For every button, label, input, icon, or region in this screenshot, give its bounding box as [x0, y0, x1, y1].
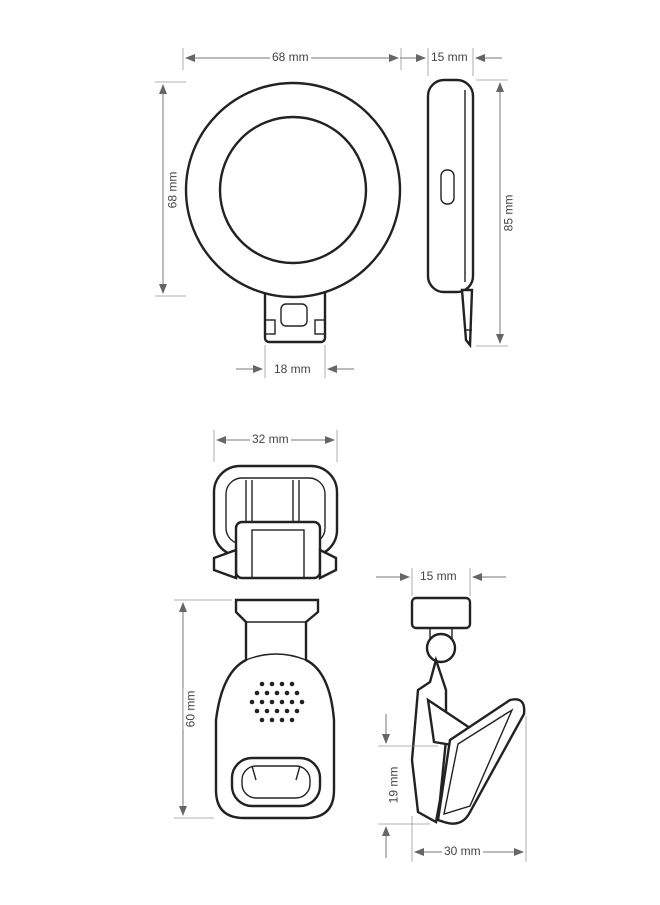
side-view-ring-light — [426, 78, 475, 349]
label-side-depth-top: 15 mm — [429, 50, 470, 64]
clip-top-cap — [212, 464, 339, 580]
dim-front-height — [155, 81, 186, 297]
clip-side-view — [410, 596, 526, 825]
label-front-width: 68 mm — [270, 50, 311, 64]
label-clip-width: 32 mm — [250, 432, 291, 446]
label-clip-side-depth: 15 mm — [418, 569, 459, 583]
dim-clip-length — [174, 599, 232, 819]
front-view-ring-light — [184, 81, 402, 344]
label-side-height: 85 mm — [501, 192, 516, 234]
clip-body-front — [214, 598, 336, 820]
label-clip-length: 60 mm — [183, 688, 198, 730]
dim-side-depth-top — [400, 48, 502, 76]
dim-side-height — [476, 79, 508, 347]
label-clip-width-small: 18 mm — [272, 362, 313, 376]
dim-clip-width-small — [236, 345, 354, 378]
label-clip-opening: 19 mm — [386, 764, 401, 806]
grip-holes — [249, 681, 305, 723]
dim-clip-side-depth — [376, 568, 506, 596]
label-clip-base: 30 mm — [442, 844, 483, 858]
label-front-height: 68 mm — [165, 169, 180, 211]
dim-clip-opening — [378, 714, 438, 858]
